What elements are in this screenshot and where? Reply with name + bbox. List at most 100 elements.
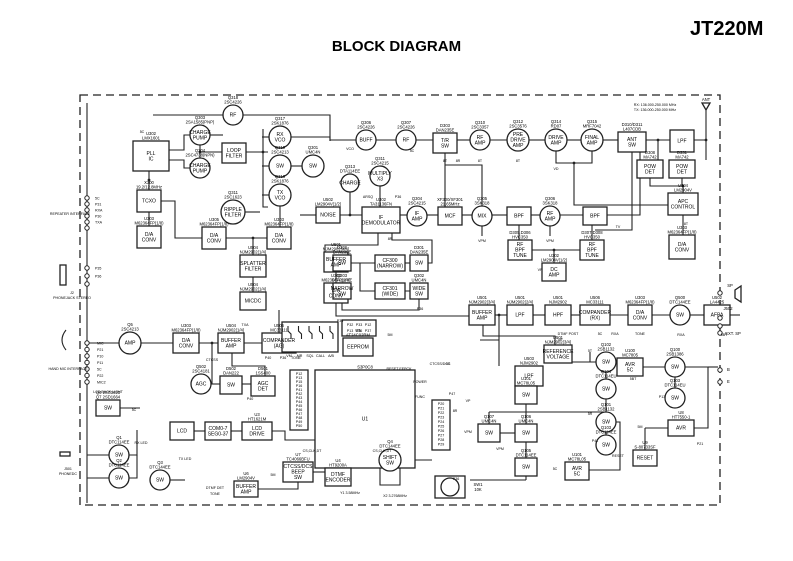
narrow-sw-block [332, 282, 352, 300]
sw-vco-part2: 2SC4213 [271, 150, 289, 155]
phonejack-pin-p36: P36 [95, 275, 101, 279]
afpa-block [703, 304, 731, 326]
ant-sw-part: D310/D311 [622, 122, 644, 127]
sw-lcd-block [95, 399, 121, 417]
sw-q102-label: SW [602, 360, 610, 366]
shift-sw-label: SW [386, 460, 394, 466]
avr-5c-top-part2: MC7805 [622, 353, 638, 358]
rf-2-circle [395, 129, 417, 151]
tr-sw-part: D303 [440, 123, 451, 128]
hpf-rx-block [544, 304, 572, 326]
pow-det-2-part: D331 [677, 150, 688, 155]
drive-amp-part2: RD07 [551, 124, 562, 129]
splatter-filter-label: SPLATTER [240, 261, 266, 267]
sw-ur-part: U101 [521, 376, 532, 381]
signal-label-11: VPM [546, 239, 554, 243]
signal-label-56: 5C [553, 467, 558, 471]
terminal [84, 207, 90, 213]
repeater-pin-5c: 5C [95, 197, 100, 201]
rx-vco-circle [268, 125, 292, 149]
sw-q1-label: SW [115, 453, 123, 459]
shift-sw-label: SHIFT [383, 455, 397, 461]
sw-dtc-block [514, 457, 538, 477]
compander-tx-part2: MC33111 [270, 328, 288, 333]
narrow-sw-label: SW [338, 291, 346, 297]
sw-q103b-circle [664, 387, 686, 409]
sw-umc-label: SW [309, 164, 317, 170]
charge-pump-1-part2: 2SA1585(PNP) [186, 120, 215, 125]
lcd-label: LCD [177, 429, 187, 435]
sw-q101-label: SW [602, 420, 610, 426]
micdc-block [239, 291, 267, 311]
buffer-amp-tone-part: U6 [243, 471, 249, 476]
sw-q2-label: SW [115, 476, 123, 482]
tr-sw-label: SW [441, 143, 449, 149]
cpu-pin-p42: P42 [296, 392, 302, 396]
wire [482, 325, 556, 345]
sw-vco-label: SW [276, 164, 284, 170]
agc-det-block [250, 375, 276, 397]
final-amp-circle [580, 128, 604, 152]
compander-tx-label: (AG) [274, 343, 285, 349]
signal-label-61: P21 [697, 442, 703, 446]
terminal [84, 213, 90, 219]
sw1-value: 10K [474, 487, 482, 492]
terminal [84, 281, 90, 287]
handmic-pin-mic: MIC [97, 342, 104, 346]
terminal [84, 379, 90, 385]
signal-label-37: CS,CLK,DT [373, 449, 393, 453]
amp-mic-circle [118, 331, 142, 355]
reset-part2: S-80733SF [634, 445, 656, 450]
wire [341, 299, 420, 311]
repeater-pin-p31: P31 [95, 203, 101, 207]
cpu-pin-p43: P43 [296, 396, 302, 400]
rf-bpf-tune-1-label: TUNE [513, 253, 527, 259]
compander-rx-label: COMPANDER [579, 310, 612, 316]
mix-part: Q305 [477, 196, 488, 201]
signal-label-50: 8R [453, 409, 458, 413]
terminal [84, 353, 90, 359]
pll-ic-label: PLL [147, 151, 156, 157]
da-conv-rx-label: D/A [636, 310, 645, 316]
rx-vco-part: Q317 [275, 116, 286, 121]
lcd-drive-part2: HT1621M [248, 417, 267, 422]
ripple-filter-label: RIPPLE [224, 207, 242, 213]
terminal [84, 219, 90, 225]
signal-label-7: VD [554, 167, 559, 171]
wire [595, 152, 633, 231]
afpa-part: U502 [712, 295, 723, 300]
sw-wide-label: SW [415, 261, 423, 267]
cpu-pin-p27: P27 [438, 434, 444, 438]
sw-q2-part: Q2 [116, 458, 122, 463]
signal-label-1: VCO [346, 147, 354, 151]
sw-q101-part: Q101 [601, 402, 612, 407]
cpu-pin-p47: P47 [296, 412, 302, 416]
wire [379, 468, 401, 486]
battery-b-label: B [727, 367, 730, 372]
dtmf-encoder-label: ENCODER [325, 477, 350, 483]
cpu-pin-p23: P23 [438, 416, 444, 420]
signal-label-48: P47 [449, 392, 455, 396]
keypad-pin-p32: P32 [347, 323, 353, 327]
rf-2-label: RF [403, 138, 410, 144]
signal-label-39: 5C [132, 408, 137, 412]
buffer-amp-if-label: BUFFER [326, 257, 346, 263]
rf-bpf-tune-1-part: D305,D306 [509, 230, 531, 235]
signal-label-30: P40 [247, 397, 253, 401]
signal-label-12: VP [538, 268, 543, 272]
da-conv-tcxo-part: U303 [144, 216, 155, 221]
junction [210, 341, 214, 345]
dtmf-encoder-part2: HT9200A [329, 463, 347, 468]
avr-5c-top-label: AVR [625, 362, 635, 368]
avr-5c-top-label: 5C [627, 367, 634, 373]
key-switch-icon [287, 326, 292, 339]
sw-q102-circle [595, 351, 617, 373]
labels: PLLICU302LMX1601CHARGEPUMPQ3032SA1585(PN… [49, 95, 741, 498]
tx-frequency-range: TX: 136.000-250.000 MHz [634, 108, 676, 112]
rf-bpf-tune-2-part2: HVC350 [584, 235, 600, 240]
sw-ur-label: SW [522, 393, 530, 399]
rf-amp-tx-part: Q310 [475, 120, 486, 125]
rf-bpf-tune-1-label: BPF [515, 248, 525, 254]
if-demod-part2: TA31136FN [370, 202, 392, 207]
